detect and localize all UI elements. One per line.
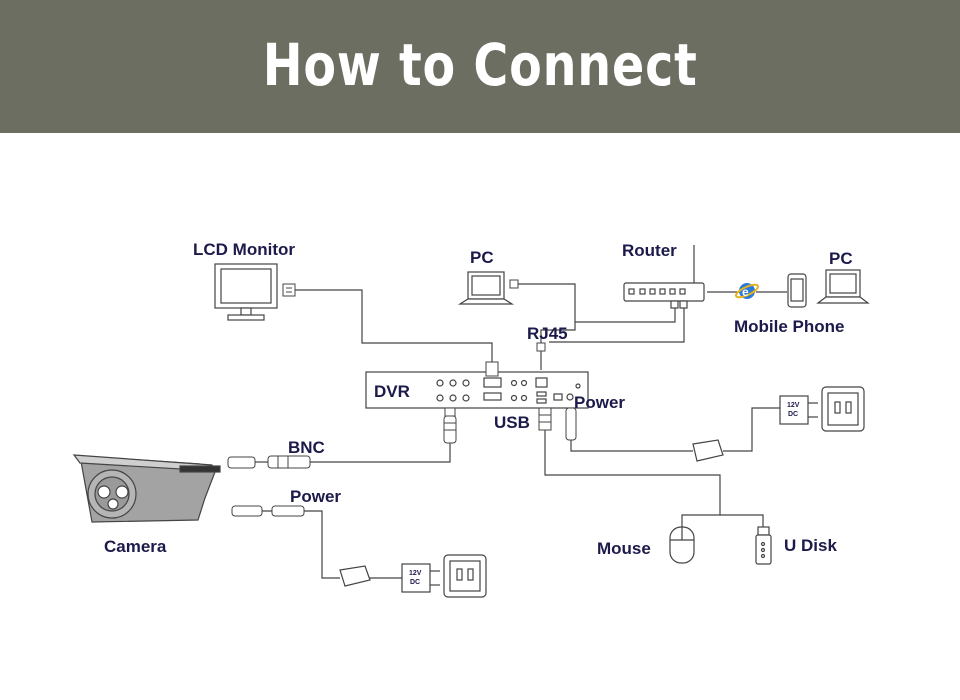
dvr-power-adapter-icon <box>779 395 818 425</box>
u-disk-label: U Disk <box>784 536 837 555</box>
bnc-cable <box>310 443 451 463</box>
mobile-phone-label: Mobile Phone <box>734 317 845 336</box>
usb-cable-branch <box>720 514 764 527</box>
title-banner: How to Connect <box>0 0 960 133</box>
pc-left-icon <box>457 271 515 305</box>
connection-diagram: LCD Monitor PC Router e Mobile Phone <box>72 240 870 598</box>
router-icon <box>623 245 705 309</box>
internet-explorer-icon: e <box>734 283 760 299</box>
camera-adapter-brick-icon <box>339 565 371 587</box>
bnc-connector-icon <box>227 455 311 469</box>
dvr-adapter-cable <box>723 407 780 452</box>
router-label: Router <box>622 241 677 260</box>
bnc-label: BNC <box>288 438 325 457</box>
bnc-plug-dvr-icon <box>443 407 457 444</box>
usb-cable <box>544 430 721 527</box>
router-lan-cable <box>575 305 676 323</box>
usb-label: USB <box>494 413 530 432</box>
u-disk-icon <box>755 526 772 565</box>
vga-connector-icon <box>282 283 296 297</box>
pc-left-label: PC <box>470 248 494 267</box>
pc-right-label: PC <box>829 249 853 268</box>
camera-label: Camera <box>104 537 167 556</box>
dvr-wall-outlet-icon <box>821 386 865 432</box>
dvr-power-cable <box>570 440 693 452</box>
camera-adapter-text-line1: 12V <box>409 570 422 577</box>
lcd-monitor-icon <box>214 263 278 321</box>
mobile-phone-icon <box>787 273 807 308</box>
vga-plug-icon <box>485 361 499 377</box>
mouse-label: Mouse <box>597 539 651 558</box>
camera-icon <box>72 454 221 523</box>
dvr-power-plug-icon <box>565 407 577 441</box>
camera-power-cable <box>262 510 340 579</box>
router-lan-cable-2 <box>549 305 685 343</box>
camera-wall-outlet-icon <box>443 554 487 598</box>
dvr-adapter-brick-icon <box>692 439 724 462</box>
camera-power-adapter-icon <box>401 563 440 593</box>
camera-power-connector-icon <box>231 505 305 517</box>
dvr-label: DVR <box>374 382 410 401</box>
dvr-adapter-text-line2: DC <box>788 411 798 418</box>
lan-plug-icon <box>509 279 519 289</box>
rj45-label: RJ45 <box>527 324 568 343</box>
camera-power-label: Power <box>290 487 341 506</box>
usb-plug-icon <box>538 407 552 431</box>
mouse-icon <box>669 526 695 564</box>
dvr-unit-icon <box>365 371 589 409</box>
page-title: How to Connect <box>262 30 698 99</box>
svg-text:e: e <box>742 285 749 299</box>
lcd-monitor-label: LCD Monitor <box>193 240 295 259</box>
camera-adapter-text-line2: DC <box>410 579 420 586</box>
dvr-adapter-text-line1: 12V <box>787 402 800 409</box>
vga-cable <box>295 289 493 362</box>
dvr-power-label: Power <box>574 393 625 412</box>
pc-right-icon <box>816 269 870 304</box>
rj45-plug-icon <box>536 342 546 352</box>
